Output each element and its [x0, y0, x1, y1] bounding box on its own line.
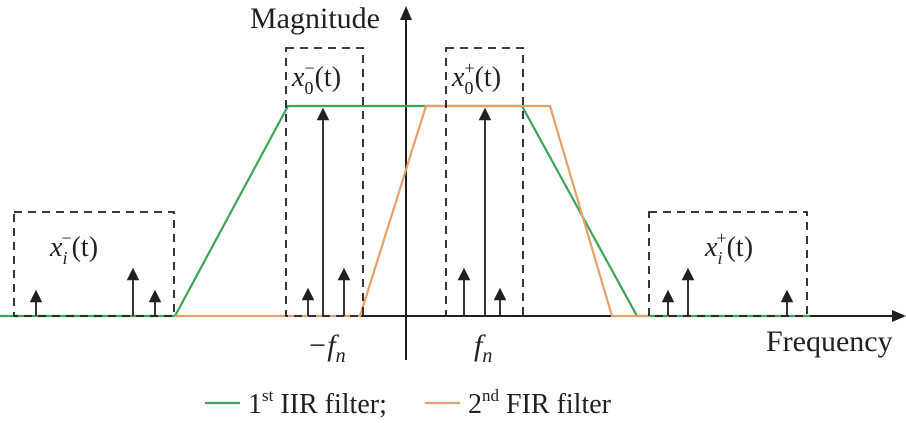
iir-filter-curve	[0, 104, 810, 318]
neg-fn-label: −fn	[307, 329, 346, 367]
label-xi-plus: xi+(t)	[704, 228, 753, 268]
y-axis-arrow-icon	[400, 6, 412, 20]
box-xi-minus	[13, 211, 175, 317]
x-axis-label: Frequency	[766, 325, 893, 358]
label-x0-plus: x0+(t)	[451, 58, 501, 98]
box-x0-minus	[285, 47, 364, 317]
legend: 1st IIR filter; 2nd FIR filter	[205, 386, 612, 420]
label-x0-minus: x0−(t)	[291, 58, 341, 98]
label-xi-minus: xi−(t)	[49, 228, 98, 268]
y-axis-label: Magnitude	[250, 2, 380, 35]
pos-fn-label: fn	[474, 329, 492, 367]
x-axis-arrow-icon	[892, 310, 906, 322]
legend-iir-label: 1st IIR filter;	[248, 386, 387, 420]
legend-fir-label: 2nd FIR filter	[468, 386, 612, 420]
box-xi-plus	[648, 211, 808, 317]
